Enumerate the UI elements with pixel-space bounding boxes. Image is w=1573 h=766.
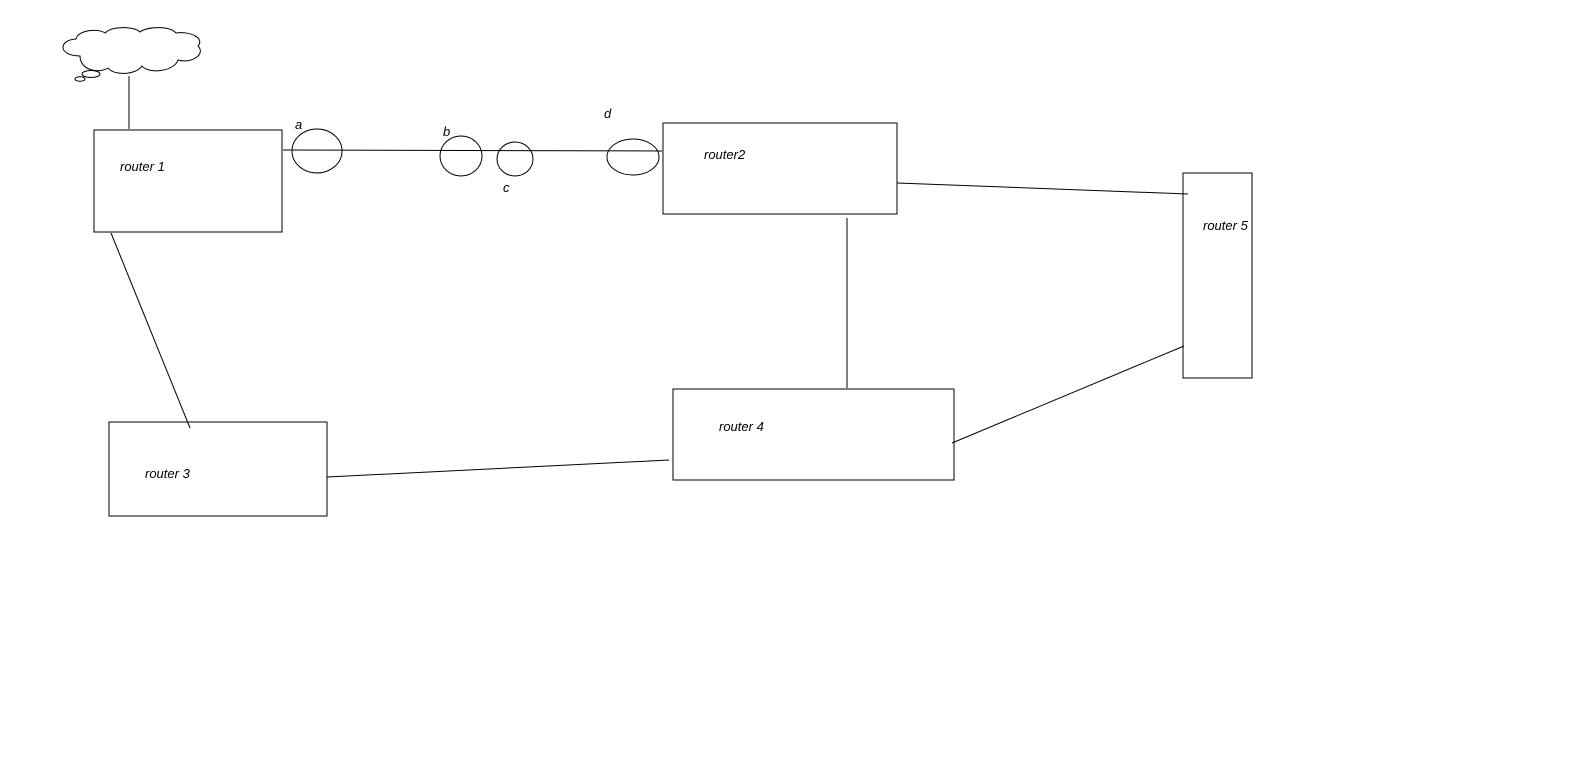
link-marker-d bbox=[606, 138, 660, 176]
link-router2-router5 bbox=[896, 182, 1189, 195]
router-3-node: router 3 bbox=[108, 421, 328, 517]
link-router3-router4 bbox=[326, 459, 670, 478]
cloud-icon bbox=[62, 27, 201, 82]
router-1-node: router 1 bbox=[93, 129, 283, 233]
router-5-label: router 5 bbox=[1203, 218, 1249, 233]
marker-label-b: b bbox=[443, 124, 450, 139]
router-4-label: router 4 bbox=[719, 419, 764, 434]
router-5-node: router 5 bbox=[1182, 172, 1253, 379]
link-marker-b bbox=[439, 135, 483, 177]
router-1-label: router 1 bbox=[120, 159, 165, 174]
router-3-label: router 3 bbox=[145, 466, 191, 481]
link-marker-a bbox=[291, 128, 343, 174]
marker-label-c: c bbox=[503, 180, 510, 195]
router-2-label: router2 bbox=[704, 147, 746, 162]
router-4-node: router 4 bbox=[672, 388, 955, 481]
link-router1-router2 bbox=[282, 149, 663, 152]
link-router1-router3 bbox=[110, 232, 191, 429]
marker-label-a: a bbox=[295, 117, 302, 132]
marker-label-d: d bbox=[604, 106, 612, 121]
link-router4-router5 bbox=[951, 345, 1185, 444]
link-marker-c bbox=[496, 141, 534, 177]
router-2-node: router2 bbox=[662, 122, 898, 215]
